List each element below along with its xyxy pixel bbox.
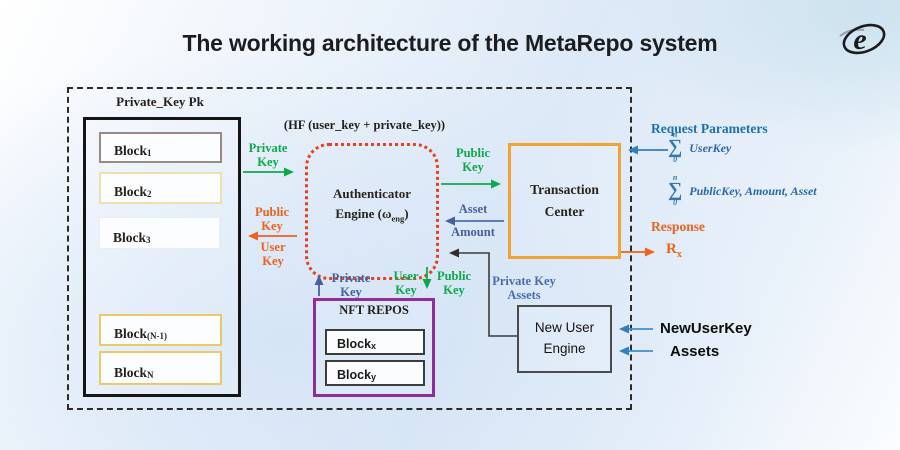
- request-parameters-title: Request Parameters: [651, 121, 768, 136]
- hash-function-label: (HF (user_key + private_key)): [283, 118, 446, 132]
- summation-publickey-amount-asset: n∑0 PublicKey, Amount, Asset: [668, 173, 817, 208]
- summation-userkey: n∑0 UserKey: [668, 130, 732, 165]
- authenticator-line1: Authenticator: [333, 186, 411, 202]
- private-key-stack: [83, 117, 241, 397]
- label-amount: Amount: [451, 225, 495, 239]
- private-key-stack-title: Private_Key Pk: [116, 94, 204, 109]
- sigma-icon: n∑0: [668, 130, 683, 165]
- system-boundary: [67, 87, 632, 410]
- authenticator-line2: Engine (ωeng): [335, 205, 409, 224]
- transaction-center-box: Transaction Center: [508, 143, 621, 259]
- response-label: Response: [651, 219, 706, 234]
- block-n-minus-1: Block(N-1): [99, 314, 222, 346]
- arrow-private-key-assets: [449, 248, 517, 337]
- response-rx: Rx: [666, 241, 682, 260]
- authenticator-engine-box: Authenticator Engine (ωeng): [305, 143, 439, 280]
- newuserkey-label: NewUserKey: [660, 320, 752, 337]
- nft-repos-title: NFT REPOS: [339, 303, 409, 317]
- assets-label: Assets: [670, 343, 720, 360]
- page-title: The working architecture of the MetaRepo…: [182, 30, 718, 56]
- label-asset: Asset: [458, 202, 488, 216]
- svg-text:e: e: [853, 23, 866, 56]
- e-journal-logo-icon: e: [834, 14, 892, 64]
- sigma-icon: n∑0: [668, 173, 683, 208]
- new-user-engine-box: New User Engine: [517, 305, 612, 373]
